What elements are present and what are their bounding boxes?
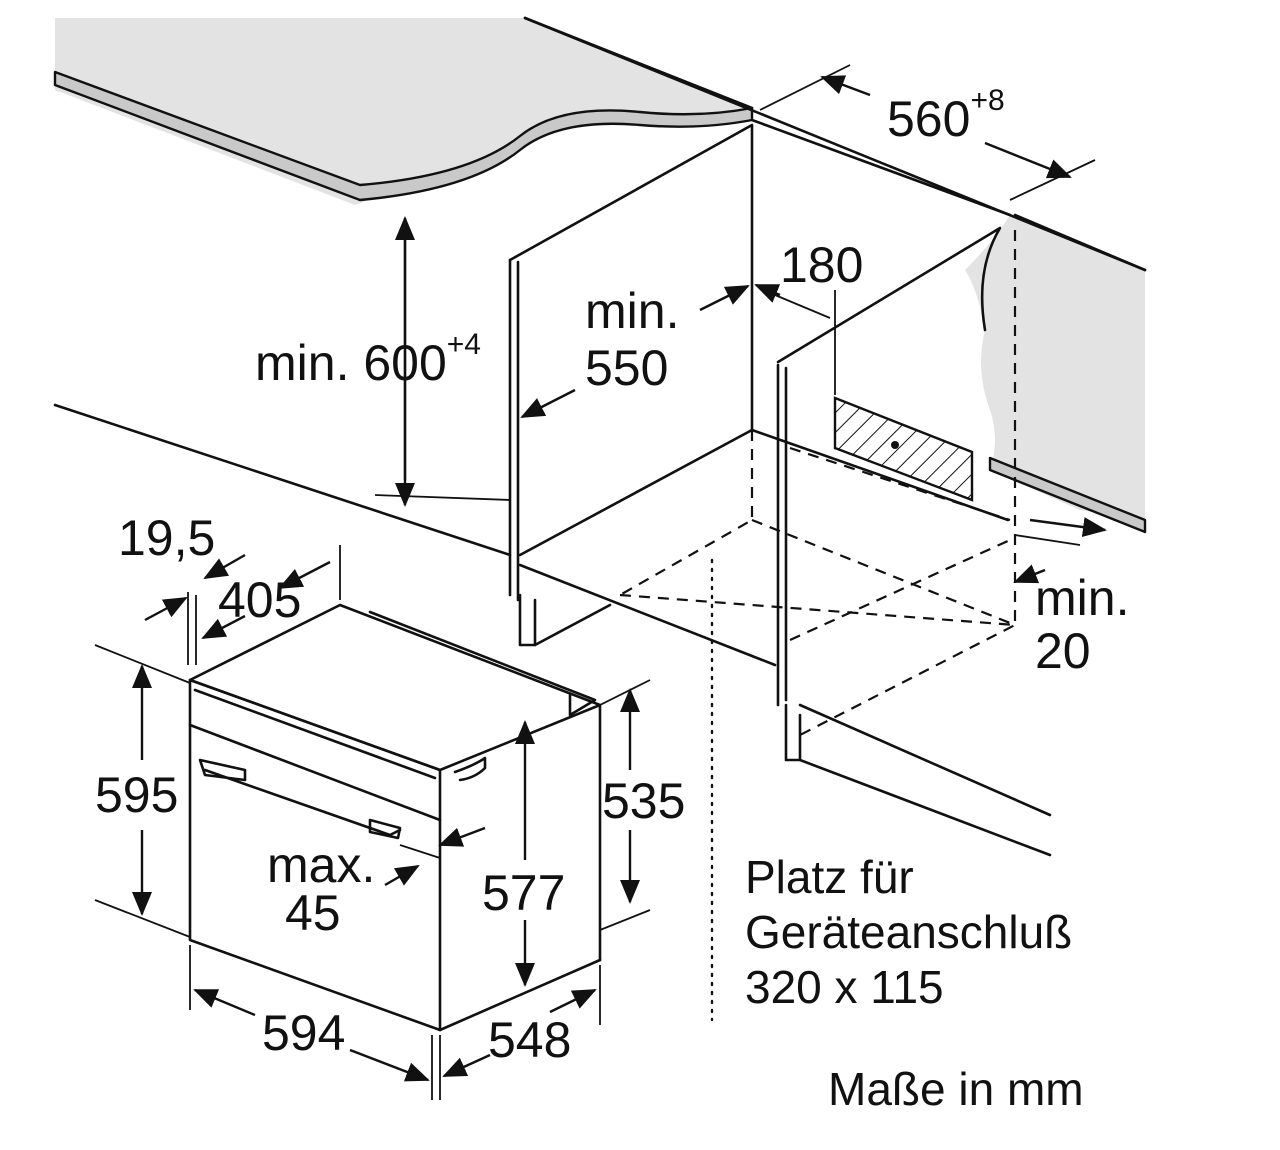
dim-oven-height: 595 bbox=[95, 767, 178, 823]
dim-rear-gap-line2: 20 bbox=[1035, 623, 1091, 679]
dim-front-thickness: 19,5 bbox=[118, 510, 215, 566]
note-connection-line3: 320 x 115 bbox=[745, 961, 944, 1013]
dim-vent-offset: 180 bbox=[780, 237, 863, 293]
wall-line-top bbox=[523, 16, 1147, 272]
note-connection-line1: Platz für bbox=[745, 851, 914, 903]
cabinet-niche bbox=[53, 123, 1052, 1022]
dim-front-offset: 405 bbox=[218, 572, 301, 628]
oven-appliance bbox=[188, 603, 602, 1032]
dim-oven-depth: 548 bbox=[488, 1012, 571, 1068]
countertop-right bbox=[965, 213, 1147, 534]
dimension-lines bbox=[94, 64, 1107, 1100]
dim-depth-min-line1: min. bbox=[585, 283, 679, 339]
dim-oven-body-height: 577 bbox=[482, 865, 565, 921]
dim-height-min: min. 600+4 bbox=[255, 328, 481, 391]
niche-back-top bbox=[750, 118, 1012, 217]
dim-handle-line1: max. bbox=[267, 837, 375, 893]
dim-top-width: 560+8 bbox=[887, 84, 1005, 147]
countertop-left bbox=[53, 16, 754, 205]
note-units: Maße in mm bbox=[828, 1063, 1084, 1115]
dim-depth-min-line2: 550 bbox=[585, 340, 668, 396]
dim-oven-width: 594 bbox=[262, 1005, 345, 1061]
dim-oven-height-inner: 535 bbox=[602, 773, 685, 829]
dim-handle-line2: 45 bbox=[285, 885, 341, 941]
dim-rear-gap-line1: min. bbox=[1035, 570, 1129, 626]
note-connection-line2: Geräteanschluß bbox=[745, 906, 1072, 958]
